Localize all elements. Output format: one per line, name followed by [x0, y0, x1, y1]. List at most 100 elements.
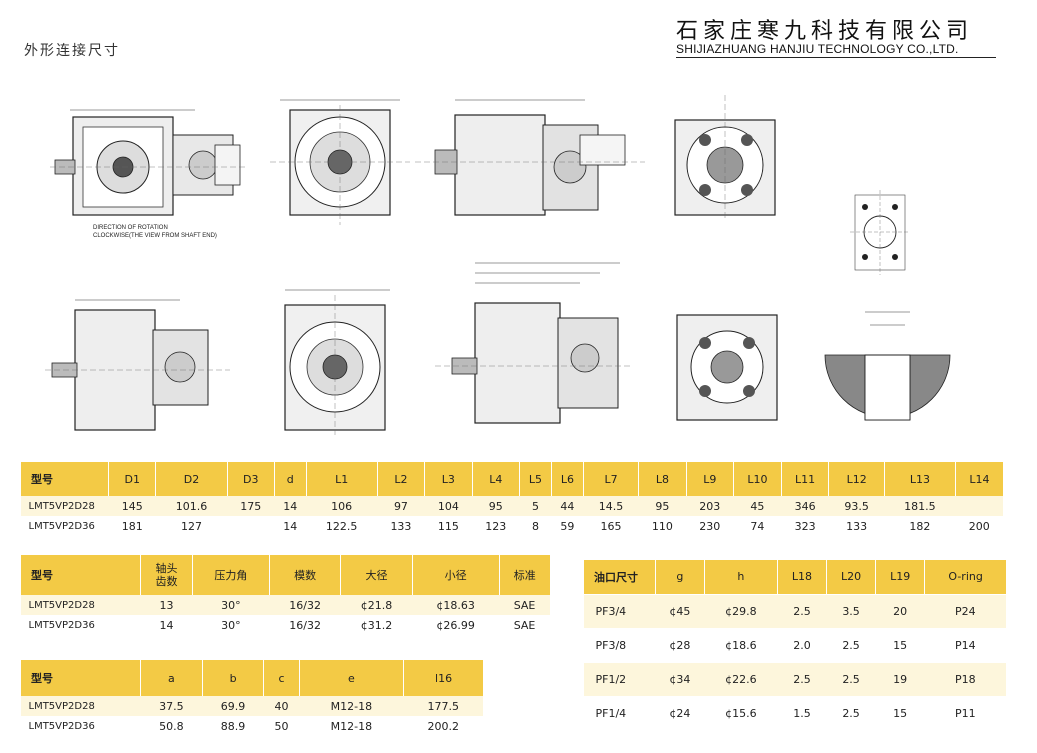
table-cell: ¢24 [655, 695, 705, 730]
port-header-cell: L19 [875, 560, 925, 594]
table-cell: M12-18 [299, 696, 404, 716]
table-cell: 2.5 [826, 695, 876, 730]
rotation-caption-line-1: DIRECTION OF ROTATION [93, 225, 168, 231]
mount-header-cell: e [298, 660, 404, 696]
spline-header-cell: 标准 [498, 555, 550, 595]
table-cell: P18 [924, 661, 1006, 696]
table-cell: 59 [551, 516, 584, 536]
table-cell: 203 [686, 496, 734, 516]
spline-header-cell: 小径 [411, 555, 500, 595]
mount-header-cell: 型号 [20, 660, 141, 696]
dimensions-header-row: 型号 D1 D2 D3 d L1 L2 L3 L4 L5 L6 L7 L8 L9… [20, 462, 1003, 496]
table-cell: 200 [955, 516, 1003, 536]
table-cell: 175 [227, 496, 275, 516]
table-cell: 15 [875, 627, 925, 662]
table-cell: 127 [155, 516, 228, 536]
port-header-cell: L20 [826, 560, 876, 594]
table-cell: 5 [519, 496, 552, 516]
table-cell: ¢21.8 [340, 595, 413, 615]
table-cell: 177.5 [403, 696, 483, 716]
table-cell: 106 [306, 496, 378, 516]
dimensions-header-cell: D1 [107, 462, 156, 496]
dimensions-header-cell: L8 [638, 462, 687, 496]
spline-header-cell: 压力角 [191, 555, 270, 595]
table-cell: 346 [781, 496, 829, 516]
company-name-cn: 石家庄寒九科技有限公司 [676, 19, 974, 44]
table-cell: LMT5VP2D28 [20, 496, 109, 516]
table-cell: 104 [424, 496, 473, 516]
table-cell: 165 [583, 516, 639, 536]
table-cell: 182 [884, 516, 956, 536]
table-cell: ¢22.6 [704, 661, 778, 696]
dimensions-header-cell: L6 [550, 462, 584, 496]
table-cell: LMT5VP2D36 [20, 716, 141, 736]
header-divider [676, 57, 996, 58]
port-header-cell: h [703, 560, 778, 594]
table-cell: 181 [108, 516, 156, 536]
table-cell: 13 [140, 595, 193, 615]
rotation-caption-line-2: CLOCKWISE(THE VIEW FROM SHAFT END) [93, 233, 217, 239]
pump-side-view-drawing-1 [45, 105, 250, 223]
port-header-cell: g [655, 560, 705, 594]
table-row: LMT5VP2D36 50.8 88.9 50 M12-18 200.2 [20, 716, 483, 736]
table-cell: 123 [472, 516, 520, 536]
table-cell: 40 [263, 696, 300, 716]
table-cell [227, 516, 275, 536]
port-header-row: 油口尺寸 g h L18 L20 L19 O-ring [583, 560, 1006, 594]
spline-header-row: 型号 轴头 齿数 压力角 模数 大径 小径 标准 [20, 555, 550, 595]
table-cell: 14.5 [583, 496, 639, 516]
table-cell: 2.0 [777, 627, 827, 662]
table-cell: 20 [875, 593, 925, 628]
table-cell: ¢26.99 [412, 615, 500, 635]
table-cell: 133 [828, 516, 885, 536]
mount-header-cell: a [140, 660, 203, 696]
dimensions-header-cell: L4 [471, 462, 520, 496]
spline-header-cell: 轴头 齿数 [140, 555, 193, 595]
port-header-cell: 油口尺寸 [583, 560, 656, 594]
table-cell: 95 [472, 496, 520, 516]
pump-side-view-drawing-4 [430, 258, 635, 438]
table-row: PF3/8 ¢28 ¢18.6 2.0 2.5 15 P14 [583, 627, 1006, 662]
dimensions-header-cell: L1 [305, 462, 378, 496]
table-cell: 115 [424, 516, 473, 536]
table-row: LMT5VP2D28 37.5 69.9 40 M12-18 177.5 [20, 696, 483, 716]
table-cell: 323 [781, 516, 829, 536]
dimensions-table: 型号 D1 D2 D3 d L1 L2 L3 L4 L5 L6 L7 L8 L9… [20, 462, 1003, 536]
pump-side-view-drawing-3 [40, 295, 235, 435]
table-cell: 30° [192, 595, 270, 615]
table-cell: P14 [924, 627, 1006, 662]
pump-side-view-drawing-2 [405, 95, 650, 230]
dimensions-header-cell: L13 [883, 462, 956, 496]
table-cell: 230 [686, 516, 734, 536]
table-cell: 3.5 [826, 593, 876, 628]
table-cell: 44 [551, 496, 584, 516]
rotation-caption: DIRECTION OF ROTATION CLOCKWISE(THE VIEW… [93, 224, 217, 240]
dimensions-header-cell: L11 [780, 462, 829, 496]
table-row: PF3/4 ¢45 ¢29.8 2.5 3.5 20 P24 [583, 593, 1006, 628]
dimensions-header-cell: L12 [828, 462, 885, 496]
table-cell: 14 [274, 496, 307, 516]
table-cell: 15 [875, 695, 925, 730]
table-cell: 16/32 [269, 615, 341, 635]
table-cell: 2.5 [826, 627, 876, 662]
dimensions-header-cell: L9 [685, 462, 734, 496]
port-section-drawing [820, 300, 955, 425]
mount-header-row: 型号 a b c e l16 [20, 660, 483, 696]
table-cell: 8 [519, 516, 552, 536]
table-row: PF1/4 ¢24 ¢15.6 1.5 2.5 15 P11 [583, 695, 1006, 730]
port-header-cell: L18 [776, 560, 827, 594]
table-cell: 145 [108, 496, 156, 516]
table-cell: 200.2 [403, 716, 483, 736]
company-name-en: SHIJIAZHUANG HANJIU TECHNOLOGY CO.,LTD. [676, 42, 959, 56]
mount-table: 型号 a b c e l16 LMT5VP2D28 37.5 69.9 40 M… [20, 660, 483, 736]
table-row: PF1/2 ¢34 ¢22.6 2.5 2.5 19 P18 [583, 661, 1006, 696]
table-cell [955, 496, 1003, 516]
spline-header-cell: 大径 [340, 555, 413, 595]
table-cell: 30° [192, 615, 270, 635]
table-cell: 1.5 [777, 695, 827, 730]
table-cell: ¢15.6 [704, 695, 778, 730]
table-cell: LMT5VP2D36 [20, 516, 109, 536]
table-cell: 37.5 [140, 696, 203, 716]
table-cell: P11 [924, 695, 1006, 730]
page-title: 外形连接尺寸 [24, 43, 120, 59]
